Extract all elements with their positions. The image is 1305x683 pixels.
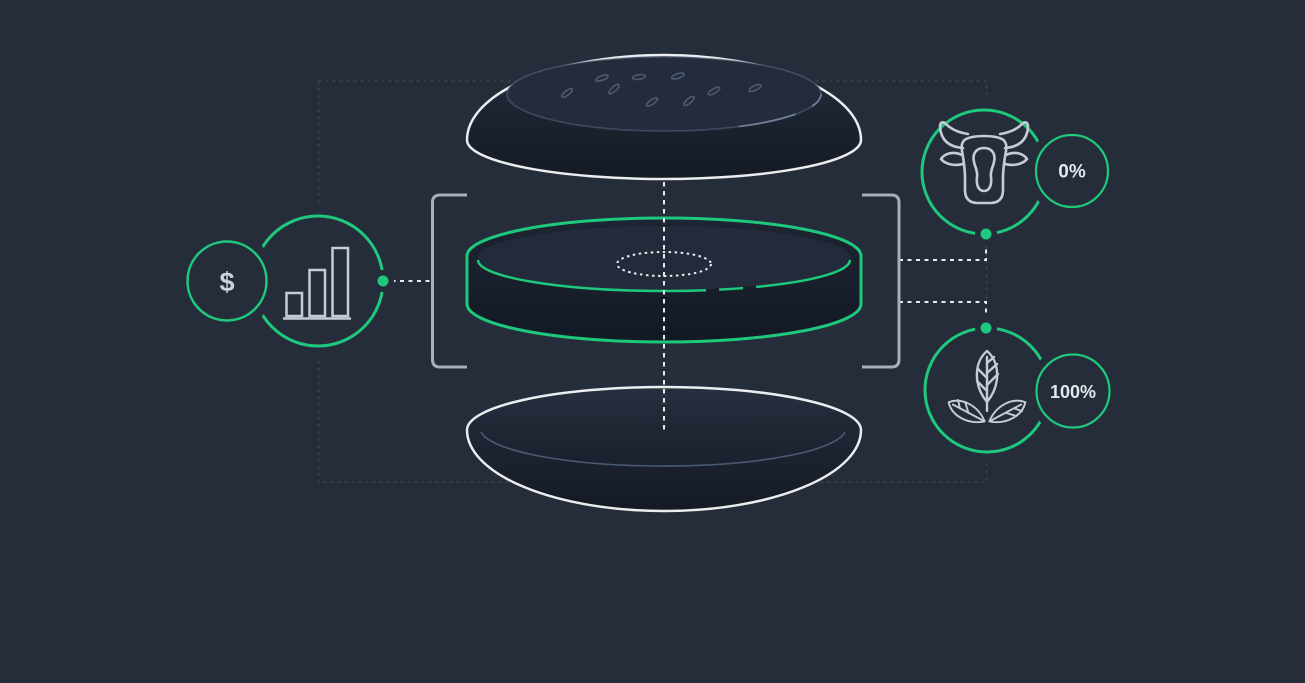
sesame-seeds bbox=[560, 72, 762, 107]
bar-3 bbox=[331, 246, 350, 318]
cow-ear-left bbox=[939, 151, 965, 167]
sesame-seed bbox=[631, 73, 647, 81]
cow-horn-left bbox=[938, 121, 970, 150]
cow-circle-halo bbox=[910, 98, 1058, 246]
top-bun bbox=[465, 53, 863, 181]
bar-2 bbox=[308, 268, 327, 318]
plant-connector-dot bbox=[980, 322, 992, 334]
cow-blaze-marking bbox=[972, 146, 996, 193]
plant-leaves-icon bbox=[947, 349, 1027, 424]
sesame-seed bbox=[670, 72, 686, 80]
bar-chart-circle-halo bbox=[242, 205, 394, 357]
left-connector-dot bbox=[377, 275, 389, 287]
hundred-percent-circle bbox=[1035, 353, 1111, 429]
bar-1 bbox=[285, 291, 304, 318]
leaf-center bbox=[975, 349, 1000, 413]
sesame-seed bbox=[707, 86, 721, 96]
hundred-percent-halo bbox=[1028, 346, 1118, 436]
zero-percent-circle bbox=[1034, 133, 1110, 209]
bottom-bun-body bbox=[465, 385, 863, 513]
bar-chart-icon bbox=[283, 246, 351, 320]
sesame-seed bbox=[595, 74, 609, 82]
hundred-percent-label: 100% bbox=[1050, 382, 1096, 402]
sesame-seed bbox=[683, 95, 695, 107]
sesame-seed bbox=[645, 97, 659, 107]
left-bracket bbox=[431, 193, 467, 369]
sesame-seed bbox=[560, 87, 574, 99]
center-dotted-ellipse bbox=[616, 251, 712, 277]
leaf-left bbox=[947, 399, 986, 424]
bottom-bun-inner-rim bbox=[480, 431, 846, 467]
dollar-circle bbox=[186, 240, 268, 322]
bottom-bun bbox=[465, 385, 863, 513]
top-bun-face-highlight bbox=[506, 56, 822, 132]
dollar-icon: $ bbox=[219, 267, 234, 297]
cow-horn-right bbox=[998, 121, 1030, 150]
cow-ear-right bbox=[1003, 151, 1029, 167]
leaf-right bbox=[988, 399, 1027, 424]
sesame-seed bbox=[608, 83, 620, 95]
cow-icon bbox=[938, 121, 1030, 205]
dollar-circle-halo bbox=[177, 231, 277, 331]
revenue-badge-group: $ bbox=[177, 205, 394, 357]
cattle-connector-dot bbox=[980, 228, 992, 240]
right-bracket bbox=[862, 193, 901, 369]
sesame-seed bbox=[748, 83, 762, 93]
zero-percent-halo bbox=[1027, 126, 1117, 216]
zero-percent-label: 0% bbox=[1058, 162, 1086, 183]
cattle-badge-group: 0% bbox=[910, 98, 1117, 246]
plant-badge-group: 100% bbox=[913, 316, 1118, 464]
